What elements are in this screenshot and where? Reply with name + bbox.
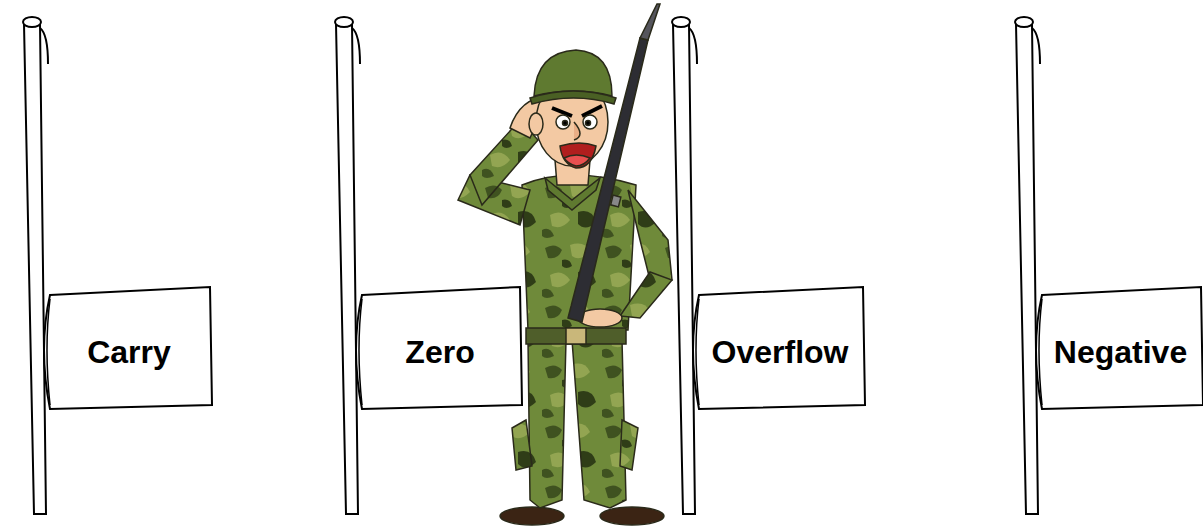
flag-label: Carry bbox=[46, 334, 212, 371]
flag-label: Overflow bbox=[695, 334, 865, 371]
flag: Zero bbox=[358, 285, 522, 411]
flag-label: Zero bbox=[358, 334, 522, 371]
flag-pole bbox=[1015, 17, 1040, 514]
flag: Carry bbox=[46, 285, 212, 411]
flag-pole bbox=[335, 17, 360, 514]
flag-pole bbox=[672, 17, 697, 514]
flag-label: Negative bbox=[1038, 334, 1203, 371]
flag-pole bbox=[23, 17, 48, 514]
soldier bbox=[458, 4, 672, 525]
flag: Overflow bbox=[695, 285, 865, 411]
flag: Negative bbox=[1038, 285, 1203, 411]
